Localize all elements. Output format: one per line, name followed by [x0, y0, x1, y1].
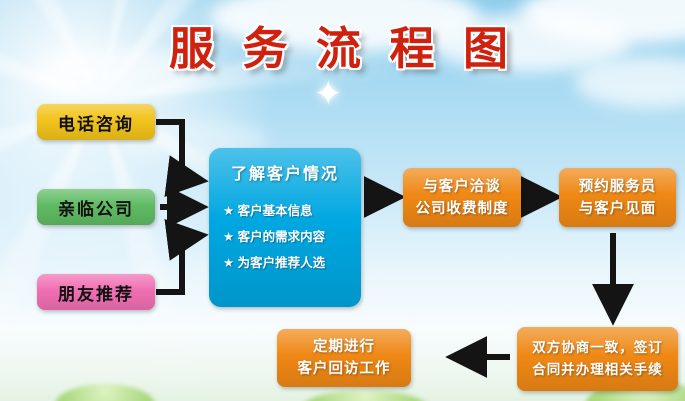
step-contract-line2: 合同并办理相关手续 [532, 362, 663, 377]
step-contract-line1: 双方协商一致，签订 [532, 340, 663, 355]
center-box-customer-info: 了解客户情况 ★ 客户基本信息 ★ 客户的需求内容 ★ 为客户推荐人选 [209, 148, 361, 307]
step-box-schedule-meeting: 预约服务员 与客户见面 [559, 168, 676, 227]
source-box-visit: 亲临公司 [37, 189, 155, 225]
step-followup-line1: 定期进行 [313, 339, 375, 355]
step-followup-line2: 客户回访工作 [297, 361, 391, 377]
center-item-1: ★ 客户基本信息 [223, 204, 313, 218]
step-meet-line1: 预约服务员 [578, 178, 657, 195]
step-box-sign-contract: 双方协商一致，签订 合同并办理相关手续 [517, 327, 678, 391]
step-box-negotiate-fees: 与客户洽谈 公司收费制度 [403, 168, 521, 227]
center-item-3: ★ 为客户推荐人选 [223, 256, 326, 270]
center-box-title: 了解客户情况 [230, 166, 339, 183]
center-item-2: ★ 客户的需求内容 [223, 230, 326, 244]
step-negotiate-line1: 与客户洽谈 [423, 178, 501, 195]
step-meet-line2: 与客户见面 [578, 200, 657, 217]
bush-decoration [300, 390, 430, 401]
page-title: 服 务 流 程 图 [168, 23, 516, 74]
center-box-items: ★ 客户基本信息 ★ 客户的需求内容 ★ 为客户推荐人选 [209, 198, 325, 276]
step-box-followup-visits: 定期进行 客户回访工作 [277, 329, 411, 387]
step-negotiate-line2: 公司收费制度 [415, 200, 509, 217]
sparkle-icon: ✦ [314, 75, 343, 113]
source-label-visit: 亲临公司 [58, 199, 134, 219]
cloud-decoration [575, 56, 685, 108]
source-box-friend: 朋友推荐 [37, 274, 155, 310]
source-label-phone: 电话咨询 [58, 114, 134, 134]
source-label-friend: 朋友推荐 [58, 284, 134, 304]
bush-decoration [55, 384, 155, 401]
source-box-phone: 电话咨询 [37, 104, 155, 140]
cloud-decoration [30, 48, 200, 100]
